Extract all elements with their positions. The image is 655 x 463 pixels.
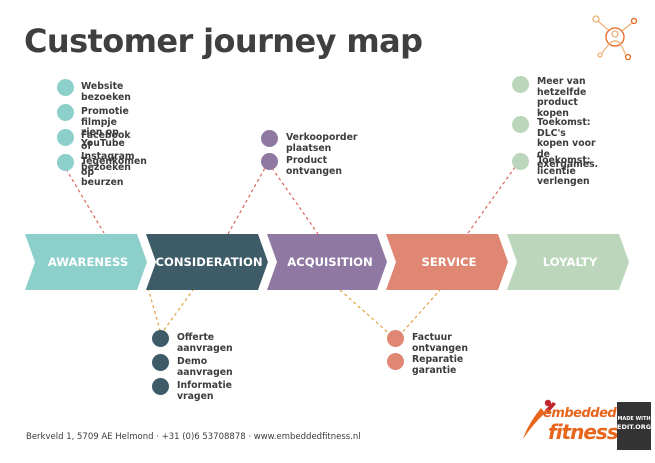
touchpoint-label: Factuur ontvangen [412, 332, 468, 354]
connector-consideration-left [147, 287, 161, 331]
user-network-icon [592, 15, 638, 61]
made-with-badge: MADE WITH EDIT.ORG [617, 402, 651, 450]
touchpoint-label: Facebook of Instagram bezoeken [81, 130, 135, 173]
touchpoint-dot [512, 116, 529, 133]
stage-acquisition-label: ACQUISITION [287, 255, 373, 269]
connector-service-left [339, 289, 393, 337]
stage-service-shape [386, 234, 508, 290]
touchpoint-dot [512, 76, 529, 93]
touchpoint-dot [152, 330, 169, 347]
touchpoint-label: Informatie vragen [177, 380, 232, 402]
touchpoint-label: Reparatie garantie [412, 354, 464, 376]
badge-brand: EDIT.ORG [617, 423, 652, 431]
stage-awareness-shape [25, 234, 147, 290]
touchpoint-label: Meer van hetzelfde product kopen [537, 76, 587, 119]
connector-consideration-right [163, 289, 194, 331]
touchpoint-label: Demo aanvragen [177, 356, 233, 378]
stage-service-label: SERVICE [422, 255, 477, 269]
touchpoint-label: Website bezoeken [81, 81, 131, 103]
stages: AWARENESS CONSIDERATION ACQUISITION SERV… [25, 234, 629, 290]
touchpoint-label: Toekomst: DLC's kopen voor de exergames. [537, 117, 599, 171]
connector-loyalty [467, 162, 519, 234]
touchpoint-dot [57, 129, 74, 146]
stage-consideration-shape [146, 234, 268, 290]
touchpoint-dot [152, 378, 169, 395]
stage-awareness: AWARENESS [25, 234, 147, 290]
touchpoint-dot [57, 79, 74, 96]
touchpoint-dot [152, 354, 169, 371]
stage-acquisition: ACQUISITION [267, 234, 387, 290]
page-title: Customer journey map [24, 22, 423, 60]
connector-acquisition-right [271, 167, 319, 235]
touchpoint-label: Verkooporder plaatsen [286, 132, 358, 154]
stage-acquisition-shape [267, 234, 387, 290]
stage-loyalty-label: LOYALTY [543, 255, 598, 269]
touchpoint-label: Promotie filmpje zien op YouTube [81, 106, 129, 149]
footer-address: Berkveld 1, 5709 AE Helmond · +31 (0)6 5… [26, 432, 361, 442]
connectors [65, 162, 519, 337]
connector-awareness [65, 168, 105, 234]
connector-service-right [398, 289, 441, 337]
touchpoint-dot [57, 104, 74, 121]
stage-awareness-label: AWARENESS [48, 255, 128, 269]
touchpoint-dot [512, 153, 529, 170]
logo-wordmark-top: embedded [543, 406, 617, 421]
touchpoint-label: Offerte aanvragen [177, 332, 233, 354]
stage-consideration: CONSIDERATION [146, 234, 268, 290]
logo-wordmark-bottom: fitness [548, 420, 619, 444]
stage-consideration-label: CONSIDERATION [155, 255, 262, 269]
touchpoint-label: Tegenkomen op beurzen [81, 156, 147, 189]
stage-loyalty: LOYALTY [507, 234, 629, 290]
stage-service: SERVICE [386, 234, 508, 290]
connector-acquisition-left [227, 167, 266, 235]
touchpoint-dot [387, 330, 404, 347]
touchpoint-dot [261, 130, 278, 147]
touchpoint-dot [261, 153, 278, 170]
touchpoint-label: Toekomst: licentie verlengen [537, 155, 591, 188]
athlete-swoosh-icon [523, 399, 556, 439]
stage-loyalty-shape [507, 234, 629, 290]
touchpoint-dot [57, 154, 74, 171]
touchpoint-dot [387, 353, 404, 370]
badge-caption: MADE WITH [617, 416, 651, 422]
touchpoint-label: Product ontvangen [286, 155, 342, 177]
